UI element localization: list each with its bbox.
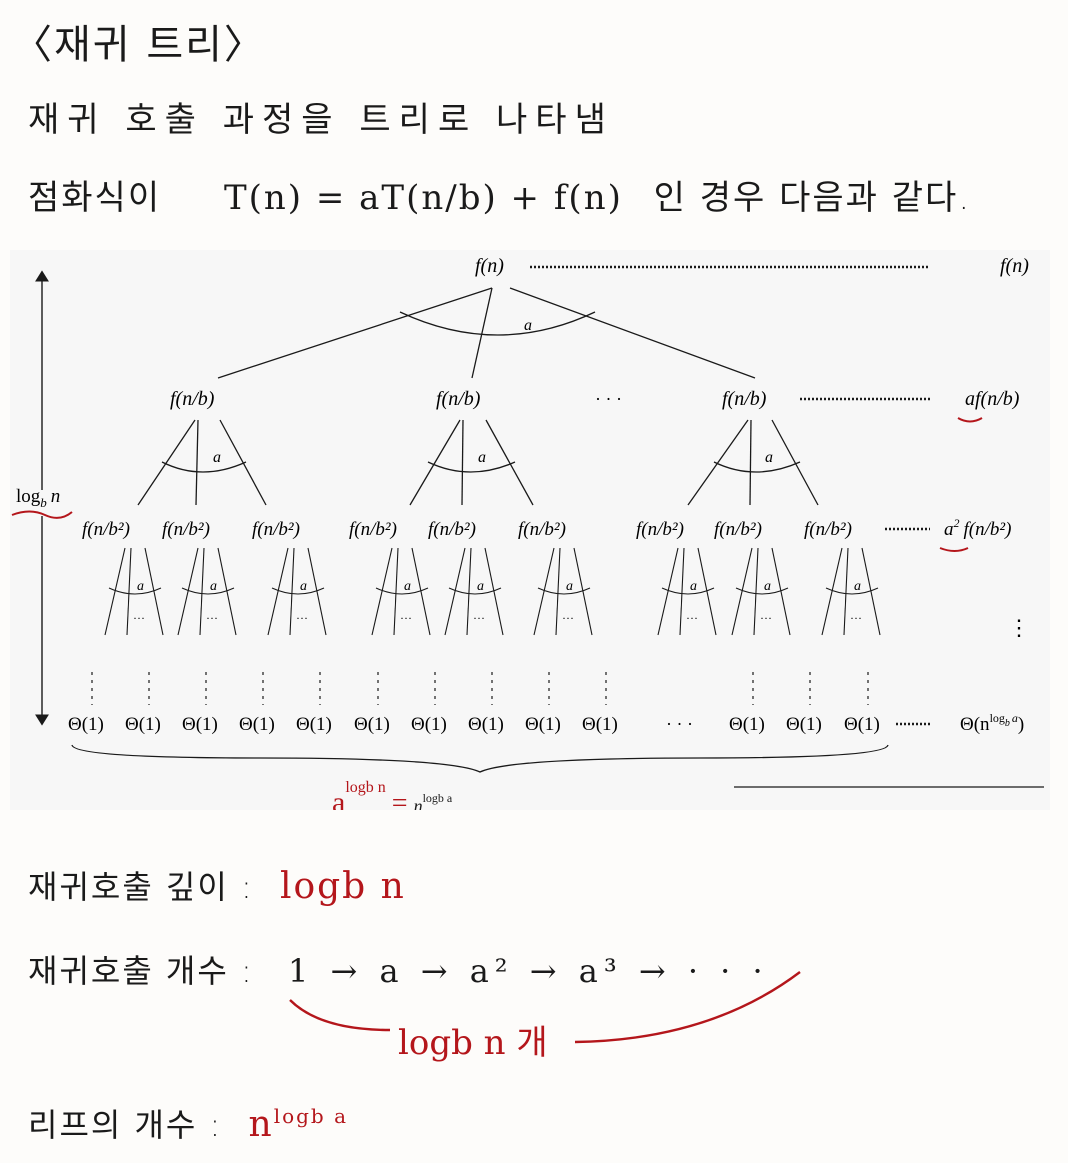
level3-fan: a ··· — [261, 547, 333, 636]
row-sum-level1: af(n/b) — [965, 388, 1020, 410]
sum-l2-underline — [939, 547, 969, 552]
height-underline — [11, 510, 73, 519]
level3-ellipsis: ··· — [686, 611, 698, 625]
level2-node: f(n/b²) — [518, 519, 566, 540]
level3-fan: a ··· — [725, 547, 797, 636]
recurrence-formula: T(n) = aT(n/b) + f(n) — [223, 178, 623, 218]
level1-branch-label-2: a — [478, 449, 486, 466]
level2-branch-label: a — [477, 579, 484, 594]
leaf-node: Θ(1) — [125, 714, 161, 735]
level1-ellipsis: · · · — [595, 389, 622, 409]
level2-branch-label: a — [137, 579, 144, 594]
level3-ellipsis: ··· — [760, 611, 772, 625]
level2-branch-label: a — [300, 579, 307, 594]
leaf-node: Θ(1) — [296, 714, 332, 735]
level2-branch-label: a — [764, 579, 771, 594]
root-branch-label: a — [524, 317, 532, 334]
depth-label: 재귀호출 깊이 : — [28, 868, 254, 906]
leaf-node: Θ(1) — [786, 714, 822, 735]
leaf-ellipsis: · · · — [666, 714, 693, 734]
level3-fan: a ··· — [98, 547, 170, 636]
level2-branch-label: a — [404, 579, 411, 594]
leaf-node: Θ(1) — [582, 714, 618, 735]
leaf-node: Θ(1) — [182, 714, 218, 735]
level2-node: f(n/b²) — [636, 519, 684, 540]
level3-fan: a ··· — [651, 547, 723, 636]
level2-branch-label: a — [690, 579, 697, 594]
title: 〈재귀 트리〉 — [12, 22, 266, 68]
leaf-node: Θ(1) — [411, 714, 447, 735]
leaves-label: 리프의 개수 : — [28, 1106, 223, 1144]
leaf-node: Θ(1) — [468, 714, 504, 735]
level2-branch-label: a — [210, 579, 217, 594]
root-branch-arc — [399, 311, 596, 336]
level2-node: f(n/b²) — [714, 519, 762, 540]
level2-row: f(n/b²) f(n/b²) f(n/b²) f(n/b²) f(n/b²) … — [82, 519, 852, 540]
calls-sequence: 1 → a → a² → a³ → · · · — [287, 952, 769, 990]
leaf-dot-columns — [91, 672, 869, 705]
level1-node-1: f(n/b) — [170, 388, 215, 410]
level1-node-2: f(n/b) — [436, 388, 481, 410]
leaf-node: Θ(1) — [239, 714, 275, 735]
leaf-node: Θ(1) — [354, 714, 390, 735]
leaf-node: Θ(1) — [68, 714, 104, 735]
right-vertical-dots: ⋮ — [1008, 615, 1030, 640]
level2-node: f(n/b²) — [162, 519, 210, 540]
level3-fan: a ··· — [527, 547, 599, 636]
leaves-value: nlogb a — [248, 1104, 349, 1145]
level2-edges — [137, 419, 819, 506]
level3-fan: a ··· — [171, 547, 243, 636]
level1-node-3: f(n/b) — [722, 388, 767, 410]
description-line: 재귀 호출 과정을 트리로 나타냄 — [28, 100, 614, 140]
leaf-node: Θ(1) — [729, 714, 765, 735]
level3-ellipsis: ··· — [562, 611, 574, 625]
depth-value: logb n — [279, 866, 406, 907]
recurrence-prefix: 점화식이 — [28, 178, 162, 218]
sum-l1-underline — [957, 417, 983, 423]
level3-ellipsis: ··· — [133, 611, 145, 625]
level2-branch-label: a — [854, 579, 861, 594]
level3-ellipsis: ··· — [296, 611, 308, 625]
leaf-brace — [71, 744, 889, 773]
level2-node: f(n/b²) — [428, 519, 476, 540]
leaf-row: Θ(1) Θ(1) Θ(1) Θ(1) Θ(1) Θ(1) Θ(1) Θ(1) Θ(1) Θ(1)… — [68, 714, 880, 735]
level1-branch-label-1: a — [213, 449, 221, 466]
leaf-node: Θ(1) — [844, 714, 880, 735]
leaves-row: 리프의 개수 : nlogb a — [28, 1100, 348, 1146]
level2-branch-label: a — [566, 579, 573, 594]
leaf-count-annotation: alogb n=nlogb a — [332, 779, 453, 810]
level2-node: f(n/b²) — [82, 519, 130, 540]
level3-ellipsis: ··· — [400, 611, 412, 625]
root-node: f(n) — [475, 255, 504, 277]
level3-fans: a ··· a ··· a ··· a ··· a ··· a ··· a ··· a ··· a ··· — [98, 547, 887, 636]
level3-fan: a ··· — [365, 547, 437, 636]
level3-ellipsis: ··· — [473, 611, 485, 625]
calls-label: 재귀호출 개수 : — [28, 952, 254, 990]
calls-count: logb n 개 — [398, 1023, 548, 1063]
calls-brace — [289, 971, 801, 1044]
depth-row: 재귀호출 깊이 : logb n — [28, 862, 406, 908]
level3-fan: a ··· — [438, 547, 510, 636]
recurrence-intro: 점화식이 T(n) = aT(n/b) + f(n) 인 경우 다음과 같다. — [28, 170, 971, 219]
level3-fan: a ··· — [815, 547, 887, 636]
level1-branch-label-3: a — [765, 449, 773, 466]
calls-row: 재귀호출 개수 : 1 → a → a² → a³ → · · · — [28, 946, 769, 992]
recurrence-suffix: 인 경우 다음과 같다. — [653, 178, 972, 218]
leaf-node: Θ(1) — [525, 714, 561, 735]
row-sum-root: f(n) — [1000, 255, 1029, 277]
level2-node: f(n/b²) — [349, 519, 397, 540]
level2-node: f(n/b²) — [252, 519, 300, 540]
level3-ellipsis: ··· — [206, 611, 218, 625]
level2-node: f(n/b²) — [804, 519, 852, 540]
level3-ellipsis: ··· — [850, 611, 862, 625]
